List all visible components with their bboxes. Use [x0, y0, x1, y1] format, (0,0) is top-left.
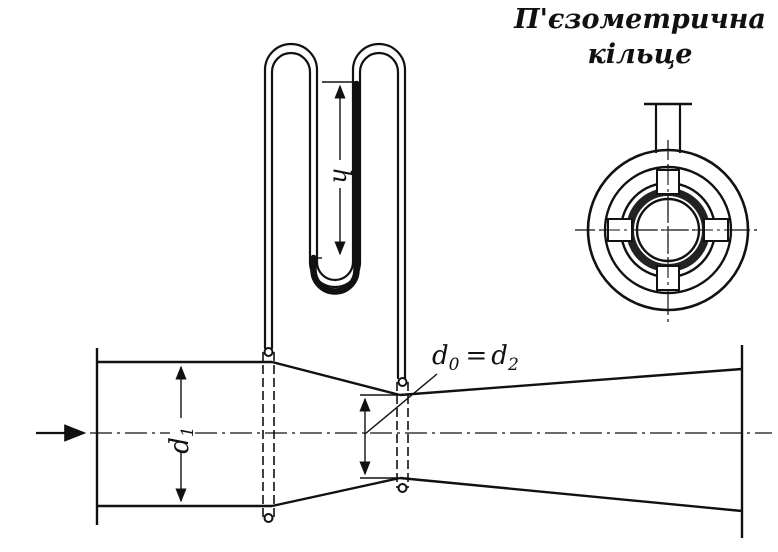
svg-text:d1: d1	[165, 426, 198, 453]
d1-sub: 1	[178, 426, 198, 437]
inlet-tap-ring	[262, 347, 275, 523]
piezometric-ring-section	[575, 102, 760, 325]
d0-sub: 0	[449, 355, 460, 375]
d1-label: d1	[165, 426, 198, 453]
title-line-1: П'єзометрична	[514, 4, 766, 35]
d2-main: d	[491, 341, 508, 371]
d0-main: d	[432, 341, 449, 371]
d0-d2-label: d0=d2	[432, 341, 519, 375]
h-label-bg	[330, 160, 350, 188]
h-label: h	[328, 168, 356, 183]
title-line-2: кільце	[587, 39, 693, 70]
d1-main: d	[165, 437, 195, 454]
piezometric-ring-title: П'єзометрична кільце	[505, 2, 775, 72]
equals-sign: =	[465, 341, 487, 371]
u-tube-manometer	[263, 42, 407, 380]
d2-sub: 2	[507, 355, 519, 375]
d1-label-bg	[170, 418, 192, 452]
throat-tap-ring	[396, 377, 409, 493]
d0-dimension	[359, 373, 438, 479]
venturi-body	[95, 345, 744, 538]
